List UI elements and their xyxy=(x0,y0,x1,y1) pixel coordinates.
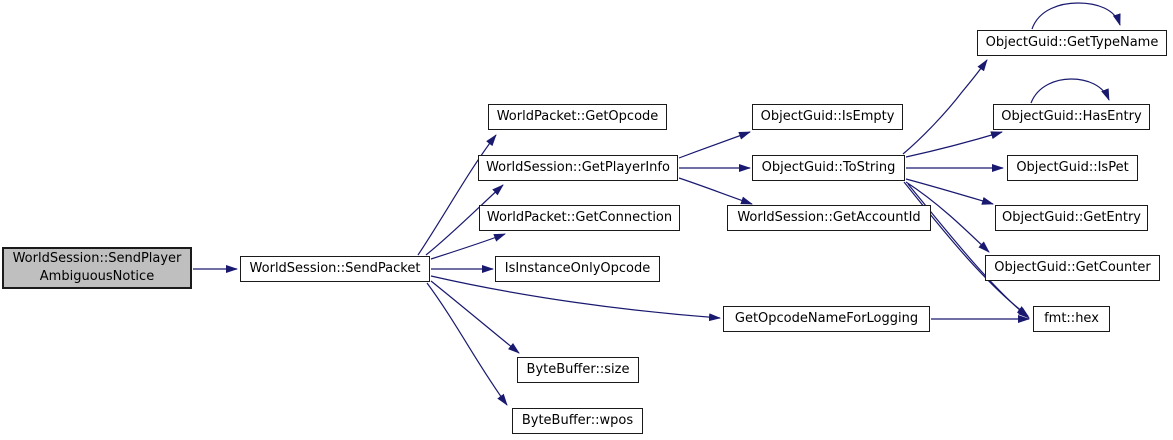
graph-node-label: ByteBuffer::size xyxy=(526,362,630,378)
graph-node-get_connection[interactable]: WorldPacket::GetConnection xyxy=(479,205,680,231)
edge-send_packet-to-bytebuffer_size xyxy=(430,280,520,354)
graph-node-get_entry[interactable]: ObjectGuid::GetEntry xyxy=(995,205,1148,231)
graph-node-label: WorldSession::GetPlayerInfo xyxy=(486,160,670,176)
edge-to_string-to-get_entry xyxy=(905,178,994,205)
graph-node-get_counter[interactable]: ObjectGuid::GetCounter xyxy=(985,255,1160,281)
graph-node-label: ObjectGuid::GetTypeName xyxy=(985,35,1159,51)
graph-node-label: ObjectGuid::HasEntry xyxy=(1001,109,1142,125)
edge-send_packet-to-get_opcode_name_for_logging xyxy=(430,275,721,322)
graph-node-label: WorldPacket::GetConnection xyxy=(486,210,673,226)
edge-send_packet-to-bytebuffer_wpos xyxy=(426,282,508,406)
edge-send_packet-to-get_player_info xyxy=(425,184,504,256)
graph-node-bytebuffer_size[interactable]: ByteBuffer::size xyxy=(517,357,639,383)
graph-node-label: ObjectGuid::ToString xyxy=(761,160,896,176)
graph-node-get_account_id[interactable]: WorldSession::GetAccountId xyxy=(727,205,931,231)
graph-node-is_pet[interactable]: ObjectGuid::IsPet xyxy=(1007,155,1138,181)
graph-node-fmt_hex[interactable]: fmt::hex xyxy=(1033,306,1110,332)
graph-node-label: WorldSession::SendPacket xyxy=(249,261,421,277)
edge-to_string-to-has_entry xyxy=(905,131,1003,158)
edge-to_string-to-get_type_name xyxy=(902,59,988,155)
graph-node-is_instance_only_opcode[interactable]: IsInstanceOnlyOpcode xyxy=(495,256,660,282)
graph-node-label: fmt::hex xyxy=(1044,311,1099,327)
graph-node-label: IsInstanceOnlyOpcode xyxy=(504,261,651,277)
edge-send_packet-to-get_connection xyxy=(430,233,506,260)
graph-node-to_string[interactable]: ObjectGuid::ToString xyxy=(752,155,905,181)
graph-node-get_player_info[interactable]: WorldSession::GetPlayerInfo xyxy=(478,155,678,181)
graph-node-label: WorldSession::SendPlayer xyxy=(12,251,182,267)
graph-node-label: ObjectGuid::GetEntry xyxy=(1001,210,1142,226)
graph-node-label: ObjectGuid::IsPet xyxy=(1016,160,1129,176)
graph-node-send_packet[interactable]: WorldSession::SendPacket xyxy=(240,256,430,282)
graph-node-bytebuffer_wpos[interactable]: ByteBuffer::wpos xyxy=(512,408,643,434)
graph-node-label: WorldPacket::GetOpcode xyxy=(496,109,659,125)
graph-node-label: AmbiguousNotice xyxy=(39,269,155,284)
edge-send_packet-to-get_opcode xyxy=(417,134,497,256)
graph-node-is_empty[interactable]: ObjectGuid::IsEmpty xyxy=(752,104,903,130)
graph-node-label: GetOpcodeNameForLogging xyxy=(734,311,919,327)
self-loop-edge-get_type_name xyxy=(1031,2,1121,30)
edge-to_string-to-fmt_hex xyxy=(907,183,1030,319)
graph-node-has_entry[interactable]: ObjectGuid::HasEntry xyxy=(993,104,1150,130)
graph-node-label: ObjectGuid::IsEmpty xyxy=(760,109,895,125)
graph-node-get_opcode_name_for_logging[interactable]: GetOpcodeNameForLogging xyxy=(723,306,930,332)
self-loop-edge-has_entry xyxy=(1030,78,1110,104)
graph-node-label: ObjectGuid::GetCounter xyxy=(994,260,1151,276)
graph-node-label: WorldSession::GetAccountId xyxy=(737,210,921,226)
graph-node-get_opcode[interactable]: WorldPacket::GetOpcode xyxy=(488,104,667,130)
graph-node-label: ByteBuffer::wpos xyxy=(521,413,634,429)
edge-get_player_info-to-get_account_id xyxy=(678,177,753,205)
graph-node-get_type_name[interactable]: ObjectGuid::GetTypeName xyxy=(977,30,1167,56)
edge-get_player_info-to-is_empty xyxy=(678,131,751,159)
edge-to_string-to-get_counter xyxy=(905,181,990,253)
